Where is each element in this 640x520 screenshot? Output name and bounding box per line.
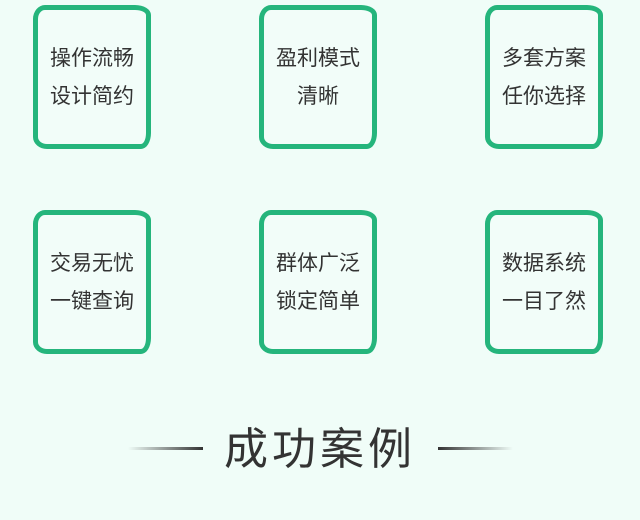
feature-card: 数据系统一目了然 [485,210,603,354]
feature-line: 锁定简单 [276,289,360,313]
feature-line: 一键查询 [50,289,134,313]
feature-line: 盈利模式 [276,46,360,70]
feature-card: 多套方案任你选择 [485,5,603,149]
feature-line: 群体广泛 [276,251,360,275]
feature-line: 交易无忧 [50,251,134,275]
feature-line: 一目了然 [502,289,586,313]
feature-line: 清晰 [297,84,339,108]
feature-card: 交易无忧一键查询 [33,210,151,354]
heading-divider-right [438,447,513,450]
section-title: 成功案例 [224,424,416,475]
heading-divider-left [128,447,203,450]
feature-card: 操作流畅设计简约 [33,5,151,149]
feature-card: 盈利模式清晰 [259,5,377,149]
feature-line: 数据系统 [502,251,586,275]
feature-card: 群体广泛锁定简单 [259,210,377,354]
feature-line: 任你选择 [502,84,586,108]
feature-line: 操作流畅 [50,46,134,70]
feature-line: 设计简约 [50,84,134,108]
feature-line: 多套方案 [502,46,586,70]
